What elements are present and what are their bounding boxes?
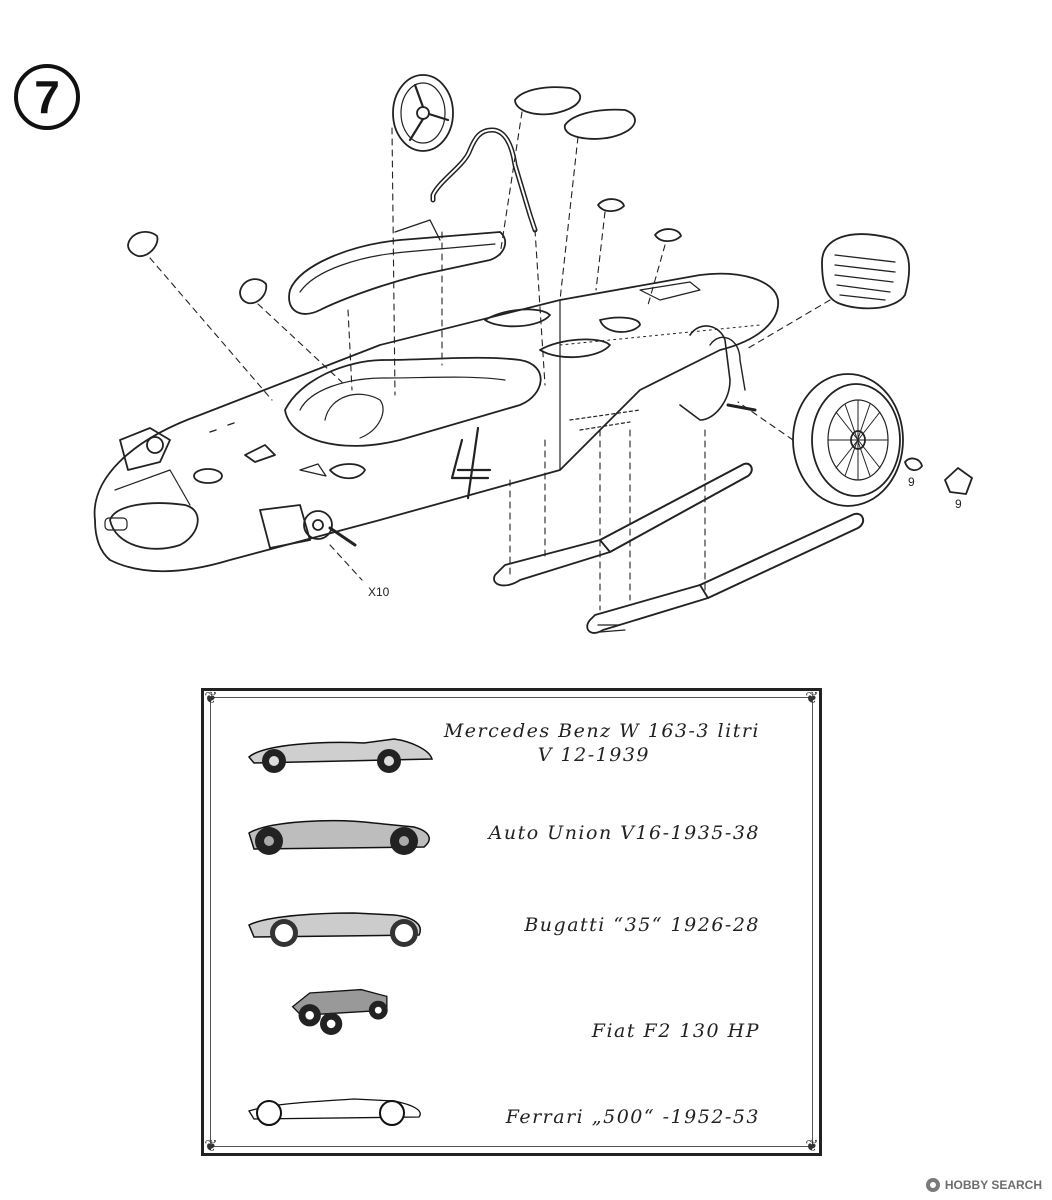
corner-ornament-icon: ❦ xyxy=(204,1136,218,1155)
list-item: Fiat F2 130 HP xyxy=(244,981,784,1042)
model-name: Bugatti “35“ 1926-28 xyxy=(524,914,760,936)
corner-ornament-icon: ❦ xyxy=(204,688,218,707)
mercedes-car-icon xyxy=(247,738,434,773)
exhaust-pipes xyxy=(493,462,865,634)
corner-ornament-icon: ❦ xyxy=(805,1136,819,1155)
part-label-x10: X10 xyxy=(368,585,390,599)
watermark: HOBBY SEARCH xyxy=(925,1178,1042,1192)
corner-ornament-icon: ❦ xyxy=(805,688,819,707)
model-name: Auto Union V16-1935-38 xyxy=(488,822,760,844)
list-item: Ferrari „500“ -1952-53 xyxy=(244,1077,784,1137)
list-item: Bugatti “35“ 1926-28 xyxy=(244,895,784,955)
bugatti-car-icon xyxy=(248,912,421,947)
model-name-line2: V 12-1939 xyxy=(537,744,650,766)
cowl-part xyxy=(288,219,507,315)
list-item: Mercedes Benz W 163-3 litri V 12-1939 xyxy=(244,719,784,779)
part-label-9b: 9 xyxy=(955,497,962,511)
step-number: 7 xyxy=(34,71,60,123)
part-label-9a: 9 xyxy=(908,475,915,489)
model-name: Fiat F2 130 HP xyxy=(591,1020,760,1042)
radiator-grille xyxy=(821,233,911,310)
assembly-guides xyxy=(149,111,831,611)
ferrari-car-icon xyxy=(248,1098,421,1126)
fiat-car-icon xyxy=(291,988,388,1035)
list-item: Auto Union V16-1935-38 xyxy=(244,803,784,863)
model-list-frame: ❦ ❦ ❦ ❦ Mercedes Benz W 163-3 litri V 12… xyxy=(201,688,822,1156)
exploded-assembly-diagram xyxy=(93,74,973,634)
wire-wheel xyxy=(792,373,973,507)
model-name: Ferrari „500“ -1952-53 xyxy=(505,1106,760,1128)
step-number-badge: 7 xyxy=(14,64,80,130)
model-name: Mercedes Benz W 163-3 litri xyxy=(443,720,760,742)
watermark-text: HOBBY SEARCH xyxy=(944,1178,1042,1192)
car-body xyxy=(93,272,779,573)
hobby-search-logo-icon xyxy=(925,1178,940,1192)
steering-wheel xyxy=(392,74,454,152)
windshield-parts xyxy=(514,86,636,140)
auto-union-car-icon xyxy=(248,819,430,855)
